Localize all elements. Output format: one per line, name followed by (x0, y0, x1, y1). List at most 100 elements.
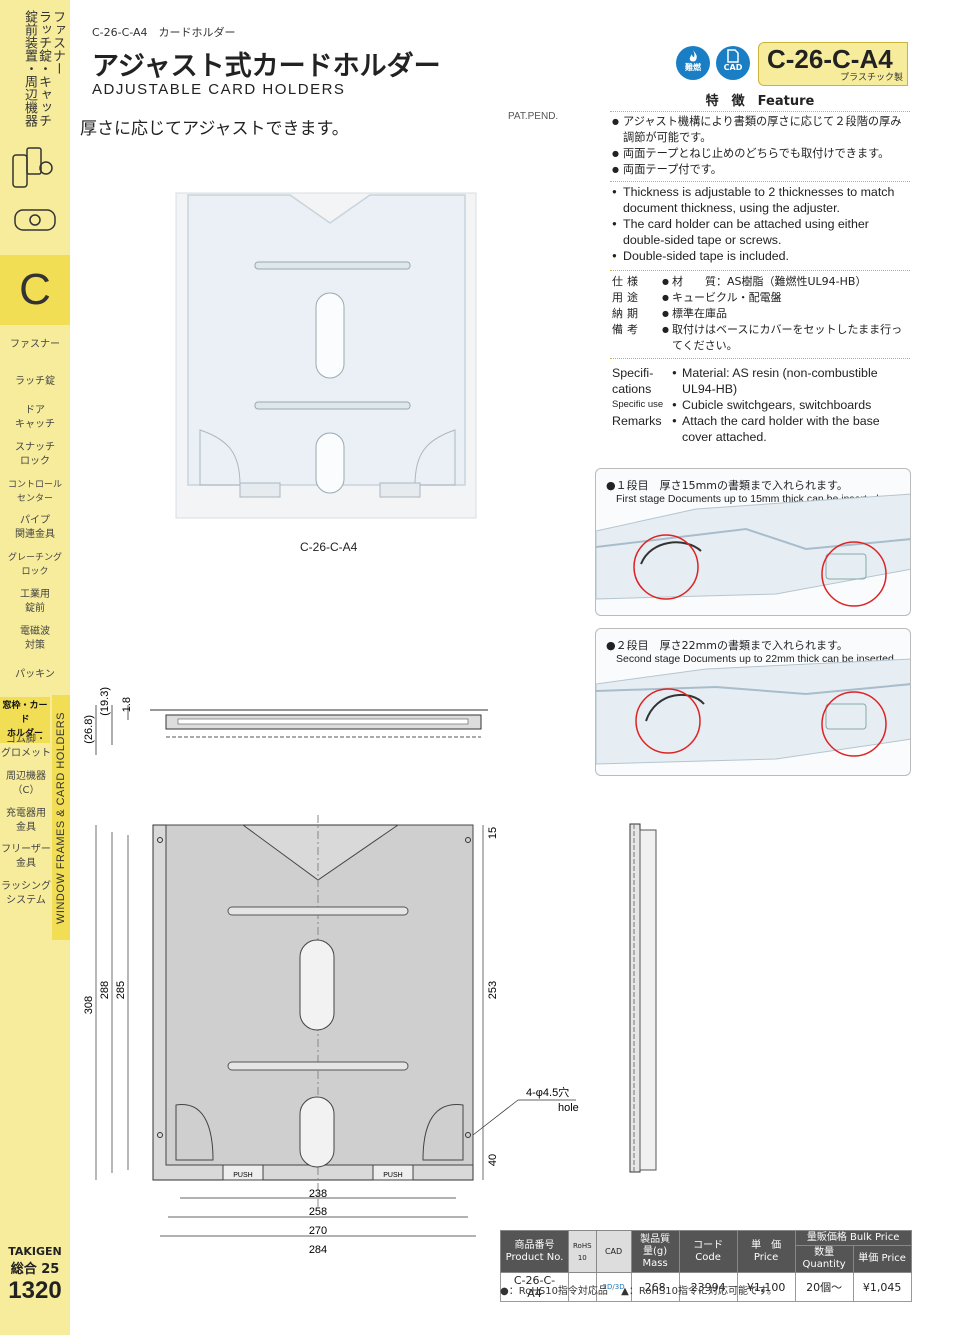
dim-238: 238 (309, 1188, 327, 1200)
feature-heading: 特 徴 Feature (610, 90, 910, 112)
cell-bulk-price: ¥1,045 (852, 1272, 912, 1302)
category-line: ファスナー (50, 10, 65, 75)
stage-1-illustration (596, 493, 910, 607)
divider (610, 181, 910, 182)
sidebar-item-control-center[interactable]: コントロール センター (7, 480, 62, 504)
spec-value: Cubicle switchgears, switchboards (672, 397, 912, 413)
spec-value: Attach the card holder with the base cov… (672, 413, 912, 445)
sidebar-category: ファスナー ラッチ錠・キャッチ 錠前装置・周辺機器 (8, 10, 65, 130)
dim-308: 308 (83, 996, 95, 1014)
spec-key: 用途 (612, 291, 642, 304)
sidebar-item-grating[interactable]: グレーチング ロック (7, 553, 62, 577)
sidebar-item-emi[interactable]: 電磁波 対策 (20, 626, 50, 651)
hole-callout: 4-φ4.5穴 (526, 1085, 569, 1099)
sidebar-item-latch[interactable]: ラッチ錠 (15, 376, 55, 387)
sidebar-item-industrial-lock[interactable]: 工業用 錠前 (20, 589, 50, 614)
cad-badge[interactable]: CAD (716, 46, 750, 80)
stage-title: ●２段目 厚さ22mmの書類まで入れられます。 (606, 639, 848, 652)
col-price: 単 価 Price (736, 1230, 796, 1273)
cell-product: C-26-C-A4 (500, 1272, 569, 1302)
dim-26-8: (26.8) (83, 715, 95, 744)
dim-285: 285 (115, 981, 127, 999)
flame-icon (689, 50, 697, 62)
dim-1-8: 1.8 (121, 697, 133, 712)
dim-270: 270 (309, 1225, 327, 1237)
cell-mass: 268 (630, 1272, 680, 1302)
dim-288: 288 (99, 981, 111, 999)
material-note: プラスチック製 (840, 73, 903, 83)
spec-value: 標準在庫品 (662, 306, 912, 322)
flame-retardant-badge: 難燃 (676, 46, 710, 80)
spec-key: 納期 (612, 307, 642, 320)
push-label: PUSH (383, 1172, 402, 1179)
table-legend: ●：RoHS10指令対応品 ▲：RoHS10指令に対応可能です。 (500, 1282, 777, 1297)
sidebar-item-pipe[interactable]: パイプ 関連金具 (15, 515, 55, 540)
feature-list-en: Thickness is adjustable to 2 thicknesses… (612, 184, 912, 264)
patent-note: PAT.PEND. (508, 111, 559, 122)
sidebar-item-window-frames[interactable]: 窓枠・カード ホルダー (0, 697, 50, 743)
sidebar-item-rubber-feet[interactable]: ゴム脚・ グロメット (1, 734, 51, 759)
cell-price: ¥1,100 (736, 1272, 796, 1302)
tagline: 厚さに応じてアジャストできます。 (80, 119, 349, 139)
sidebar-item-freezer[interactable]: フリーザー 金具 (1, 844, 51, 869)
feature-item: Thickness is adjustable to 2 thicknesses… (612, 184, 912, 216)
divider (610, 270, 910, 271)
document-icon (727, 49, 739, 63)
sidebar-item-snatch-lock[interactable]: スナッチ ロック (15, 442, 55, 467)
maker-name: TAKIGEN (8, 1245, 62, 1258)
feature-item: Double-sided tape is included. (612, 248, 912, 264)
feature-item: The card holder can be attached using ei… (612, 216, 912, 248)
spec-table-en: Specifi- cationsMaterial: AS resin (non-… (612, 365, 912, 445)
dim-40: 40 (487, 1154, 499, 1166)
photo-caption: C-26-C-A4 (300, 540, 358, 554)
latch-icon (12, 147, 56, 231)
col-bulk: 量販価格 Bulk Price (794, 1230, 912, 1246)
product-code: C-26-C-A4 (767, 44, 893, 74)
spec-key: 仕様 (612, 275, 642, 288)
sidebar-item-packing[interactable]: パッキン (15, 669, 55, 680)
legend-rohs-possible: ▲：RoHS10指令に対応可能です。 (621, 1286, 778, 1297)
badge-label: 難燃 (685, 63, 701, 72)
hole-callout-en: hole (558, 1102, 579, 1114)
sidebar-item-lashing[interactable]: ラッシング システム (1, 881, 51, 906)
category-line: ラッチ錠・キャッチ (36, 10, 51, 127)
spec-value: 材 質：AS樹脂（難燃性UL94-HB） (662, 274, 912, 290)
page-number: 1320 (8, 1277, 62, 1304)
page-footer-block: TAKIGEN 総合 25 1320 (0, 1245, 70, 1305)
col-quantity: 数量 Quantity (794, 1245, 854, 1273)
push-label: PUSH (233, 1172, 252, 1179)
dim-19-3: (19.3) (99, 687, 111, 716)
feature-item: アジャスト機構により書類の厚さに応じて２段階の厚み調節が可能です。 (612, 114, 912, 146)
dim-253: 253 (487, 981, 499, 999)
dim-284: 284 (309, 1244, 327, 1255)
page-title-en: ADJUSTABLE CARD HOLDERS (92, 81, 346, 98)
side-view-drawing: (19.3) 1.8 (26.8) (83, 687, 488, 755)
breadcrumb: C-26-C-A4 カードホルダー (92, 26, 236, 39)
cell-cad[interactable]: 2D/3D (595, 1272, 632, 1302)
cell-code: 23994 (678, 1272, 738, 1302)
price-table: 商品番号 Product No. RoHS 10 CAD 製品質量(g) Mas… (500, 1230, 912, 1302)
sidebar-item-peripherals[interactable]: 周辺機器 （C） (6, 771, 46, 796)
sidebar-item-fastener[interactable]: ファスナー (10, 339, 60, 350)
category-line: 錠前装置・周辺機器 (22, 10, 37, 127)
feature-list-ja: アジャスト機構により書類の厚さに応じて２段階の厚み調節が可能です。 両面テープと… (612, 114, 912, 178)
legend-rohs: ●：RoHS10指令対応品 (500, 1286, 608, 1297)
stage-title: ●１段目 厚さ15mmの書類まで入れられます。 (606, 479, 848, 492)
stage-title-en: Second stage Documents up to 22mm thick … (616, 653, 897, 665)
sidebar-item-charger[interactable]: 充電器用 金具 (6, 808, 46, 833)
spec-table-ja: 仕様材 質：AS樹脂（難燃性UL94-HB） 用途キュービクル・配電盤 納期標準… (612, 274, 912, 354)
sidebar-item-door-catch[interactable]: ドア キャッチ (15, 405, 55, 430)
feature-item: 両面テープ付です。 (612, 162, 912, 178)
sidebar-section-en: WINDOW FRAMES & CARD HOLDERS (52, 695, 70, 940)
col-rohs: RoHS 10 (568, 1230, 597, 1273)
table-row: C-26-C-A4 2D/3D 268 23994 ¥1,100 20個～ ¥1… (500, 1272, 912, 1302)
col-cad: CAD (595, 1230, 632, 1273)
front-view-drawing: PUSH PUSH 308 288 285 15 253 40 4-φ4.5穴 … (83, 815, 579, 1255)
spec-value: Material: AS resin (non-combustible UL94… (672, 365, 912, 397)
col-code: コード Code (678, 1230, 738, 1273)
product-photo (175, 192, 477, 519)
col-mass: 製品質量(g) Mass (630, 1230, 680, 1273)
spec-key: Remarks (612, 414, 662, 428)
sidebar-icons (10, 140, 60, 239)
spec-key: 備考 (612, 323, 642, 336)
